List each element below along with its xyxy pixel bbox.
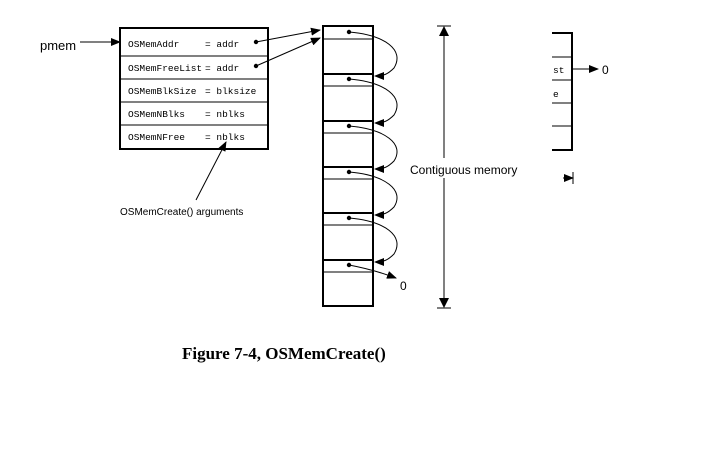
memory-span-arrowhead-bottom (439, 298, 449, 308)
control-block-table: OSMemAddr = addr OSMemFreeList = addr OS… (119, 27, 321, 150)
field-name-osmemaddr: OSMemAddr (128, 39, 179, 50)
pmem-label: pmem (40, 38, 76, 53)
memory-span-arrowhead-top (439, 26, 449, 36)
field-value-osmemaddr: = addr (205, 39, 239, 50)
control-block-border (119, 27, 269, 150)
block-link-arrow (348, 78, 398, 127)
memory-blocks (322, 25, 398, 307)
arguments-pointer-line (195, 141, 227, 201)
partial-table: st e 0 (552, 32, 609, 151)
field-value-osmemfreelist: = addr (205, 63, 239, 74)
partial-row-text: st (553, 65, 564, 76)
memory-label-backdrop (408, 158, 542, 178)
block-link-arrow (348, 125, 398, 173)
null-link-arrow (348, 264, 397, 279)
field-value-osmemnfree: = nblks (205, 132, 245, 143)
field-name-osmemblksize: OSMemBlkSize (128, 86, 197, 97)
addr-pointer-arrow (255, 27, 321, 43)
block-link-arrow (348, 31, 398, 80)
arguments-label: OSMemCreate() arguments (120, 207, 243, 218)
block-link-arrow (348, 217, 398, 266)
field-name-osmemnblks: OSMemNBlks (128, 109, 185, 120)
partial-row-text: e (553, 89, 559, 100)
null-terminator-label: 0 (400, 279, 407, 293)
freelist-pointer-arrow (255, 37, 321, 67)
contiguous-memory-label: Contiguous memory (410, 163, 517, 177)
field-value-osmemblksize: = blksize (205, 86, 257, 97)
block-link-arrow (348, 171, 398, 219)
figure-caption: Figure 7-4, OSMemCreate() (182, 344, 386, 363)
field-name-osmemfreelist: OSMemFreeList (128, 63, 202, 74)
partial-table-null-label: 0 (602, 63, 609, 77)
field-value-osmemnblks: = nblks (205, 109, 245, 120)
field-name-osmemnfree: OSMemNFree (128, 132, 185, 143)
